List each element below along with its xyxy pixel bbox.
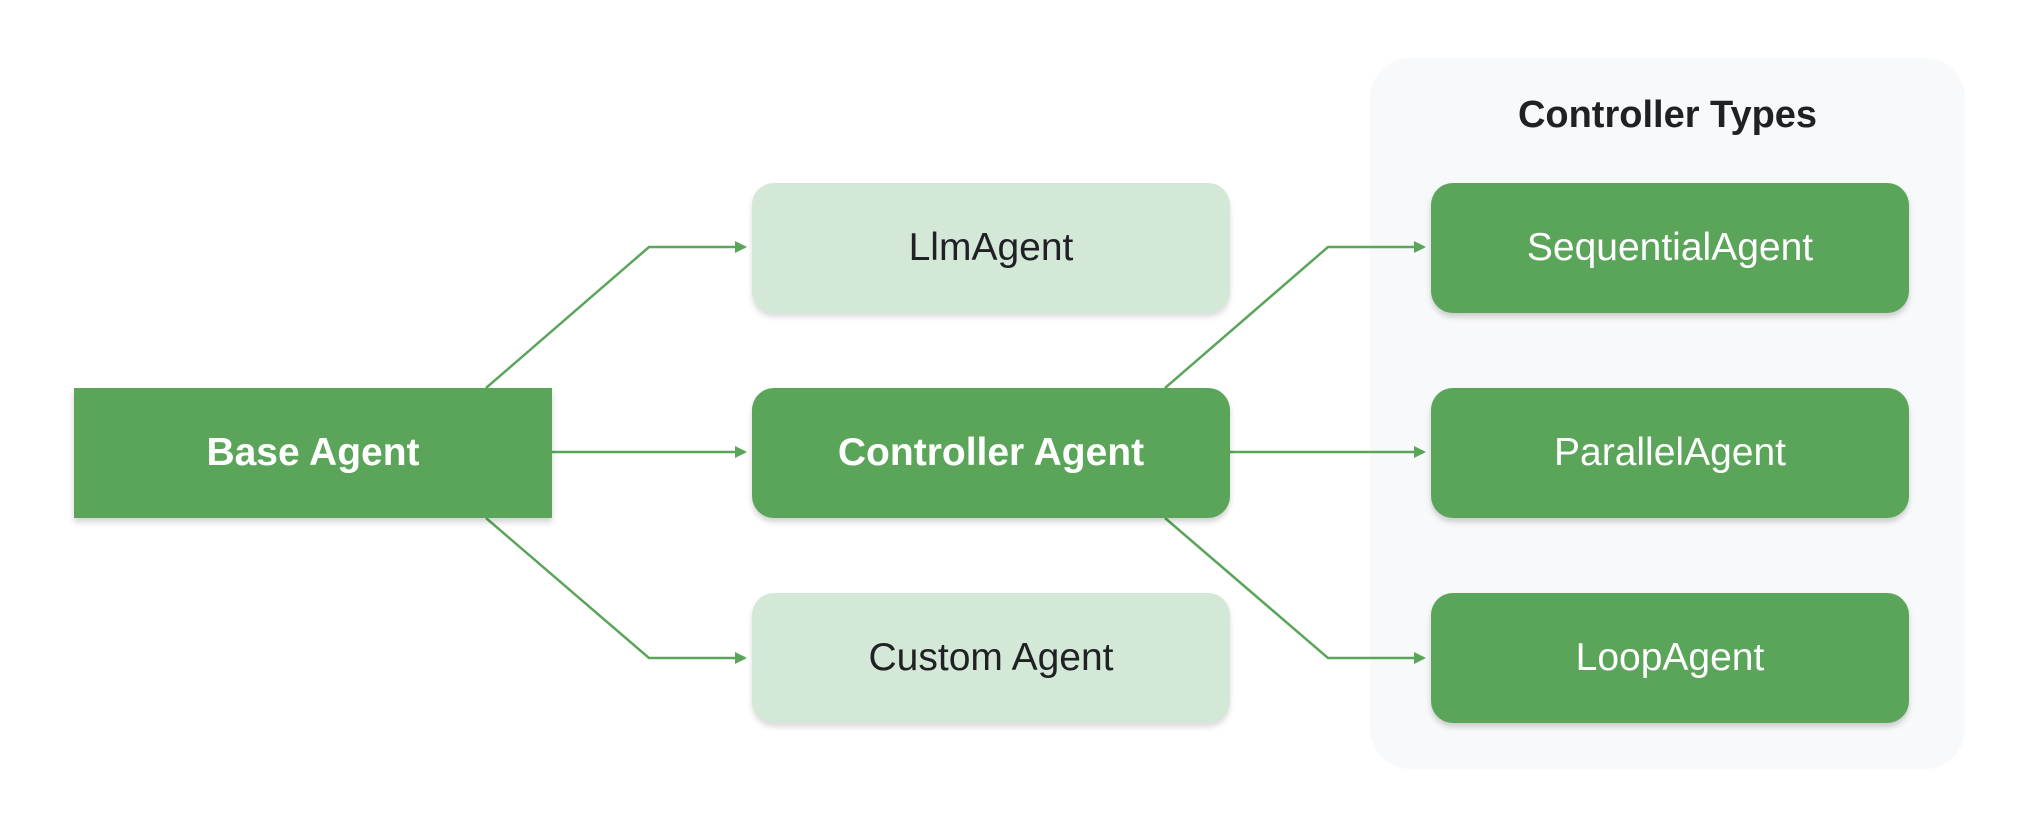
custom-agent-node: Custom Agent <box>752 593 1230 723</box>
llm-agent-node: LlmAgent <box>752 183 1230 313</box>
parallel-agent-node: ParallelAgent <box>1431 388 1909 518</box>
sequential-agent-node: SequentialAgent <box>1431 183 1909 313</box>
edge-base-to-custom <box>485 517 747 664</box>
base-agent-node: Base Agent <box>74 388 552 518</box>
loop-agent-node: LoopAgent <box>1431 593 1909 723</box>
controller-agent-node: Controller Agent <box>752 388 1230 518</box>
group-title: Controller Types <box>1517 94 1818 136</box>
edge-base-to-llmagent <box>485 241 747 389</box>
